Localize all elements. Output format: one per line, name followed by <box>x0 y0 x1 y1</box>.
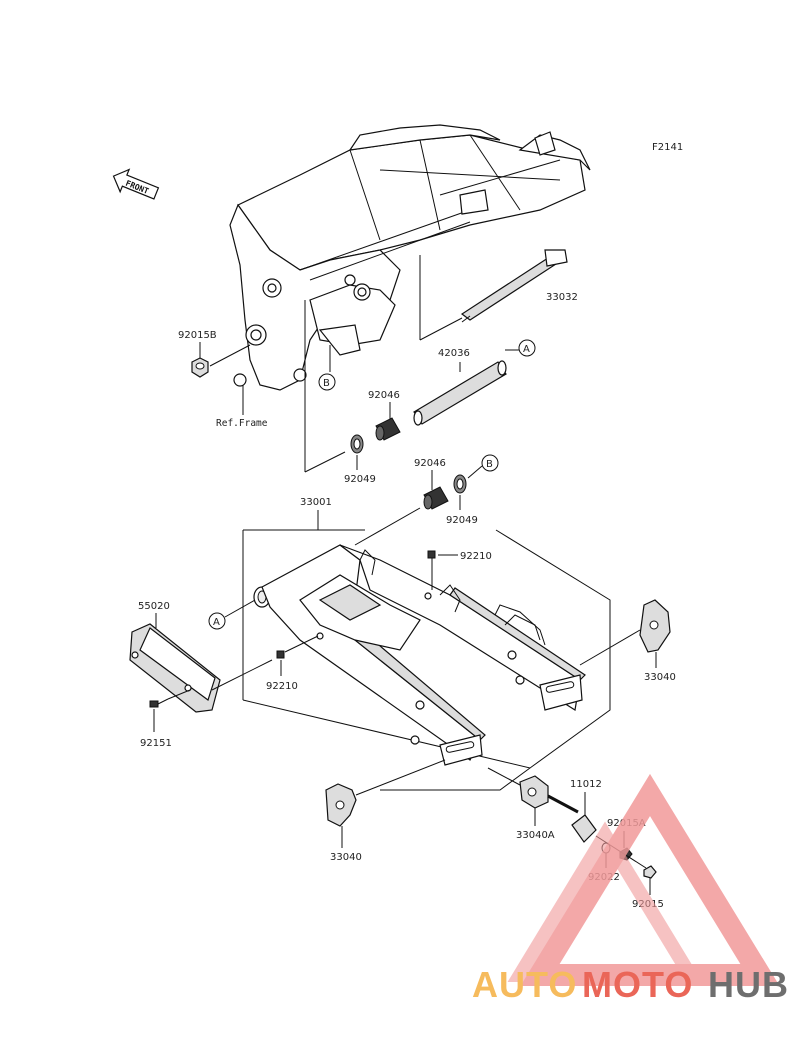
frame-illustration <box>229 124 591 391</box>
label-11012: 11012 <box>570 779 602 790</box>
nut-92015B <box>191 357 209 378</box>
svg-text:B: B <box>323 378 330 389</box>
label-92210-lower: 92210 <box>266 681 298 692</box>
pivot-shaft-33032 <box>460 249 568 323</box>
front-arrow-icon: FRONT <box>112 168 160 200</box>
automotohub-watermark-logo: AUTO MOTO HUB <box>472 773 789 1005</box>
svg-text:B: B <box>486 459 493 470</box>
adjuster-bolt-11012 <box>547 794 597 843</box>
label-33001: 33001 <box>300 497 332 508</box>
label-33040-left: 33040 <box>330 852 362 863</box>
svg-text:AUTO: AUTO <box>472 964 577 1005</box>
svg-text:HUB: HUB <box>708 964 789 1005</box>
chain-guide-55020 <box>129 623 221 713</box>
svg-text:A: A <box>523 344 530 355</box>
label-92046-upper: 92046 <box>368 390 400 401</box>
nut-92015 <box>643 865 657 879</box>
grease-nipple-92210-lower <box>276 650 285 659</box>
callout-b-upper: B <box>318 373 336 391</box>
swingarm-33001 <box>253 544 586 766</box>
label-33032: 33032 <box>546 292 578 303</box>
svg-text:A: A <box>213 617 220 628</box>
callout-a-lower: A <box>208 612 226 630</box>
chain-adjuster-33040-left <box>325 783 357 827</box>
seal-92049-upper <box>350 434 364 454</box>
label-55020: 55020 <box>138 601 170 612</box>
label-92046-lower: 92046 <box>414 458 446 469</box>
ref-frame-label: Ref.Frame <box>216 418 268 429</box>
chain-adjuster-33040A <box>519 775 549 809</box>
grease-nipple-92210-upper <box>427 550 436 590</box>
seal-92049-lower <box>453 474 467 494</box>
label-92210-upper: 92210 <box>460 551 492 562</box>
label-92015B: 92015B <box>178 330 217 341</box>
label-92049-upper: 92049 <box>344 474 376 485</box>
label-92151: 92151 <box>140 738 172 749</box>
bearing-92046-upper <box>375 417 401 441</box>
callout-a-upper: A <box>518 339 536 357</box>
svg-text:MOTO: MOTO <box>582 964 693 1005</box>
label-33040A: 33040A <box>516 830 555 841</box>
label-33040-right: 33040 <box>644 672 676 683</box>
chain-adjuster-33040-right <box>639 599 671 653</box>
bearing-92046-lower <box>423 486 449 510</box>
label-92049-lower: 92049 <box>446 515 478 526</box>
bolt-92151 <box>149 698 169 708</box>
callout-b-lower: B <box>481 454 499 472</box>
collar-42036 <box>413 360 507 426</box>
diagram-code: F2141 <box>652 142 683 153</box>
label-42036: 42036 <box>438 348 470 359</box>
